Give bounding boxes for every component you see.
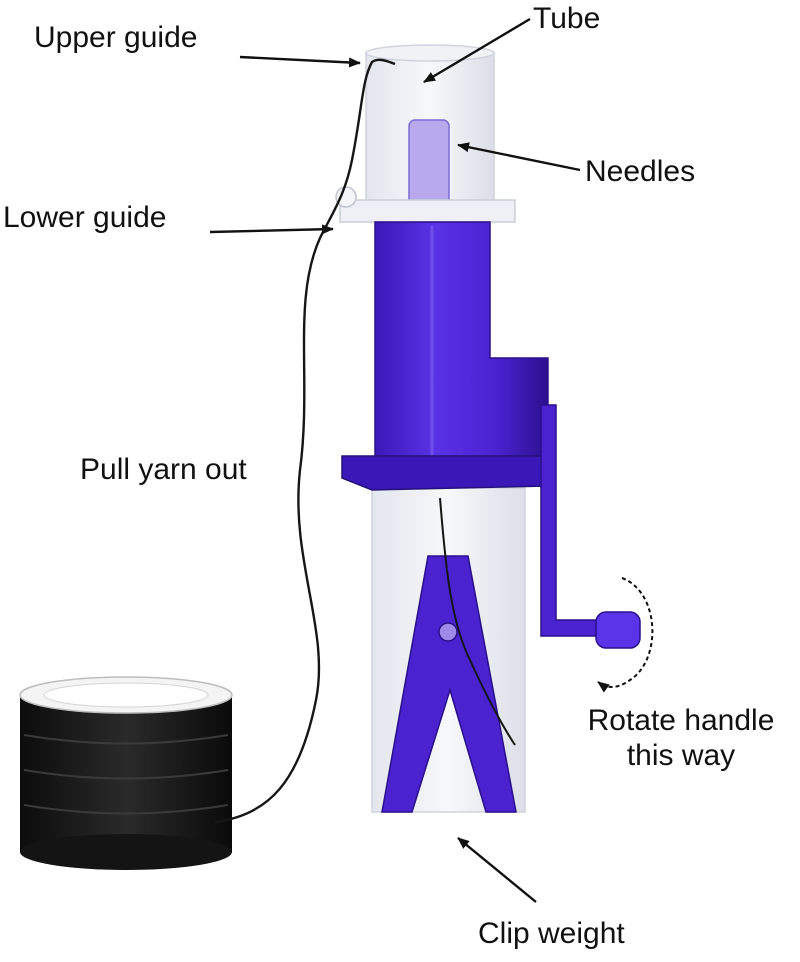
yarn-strand xyxy=(214,58,396,824)
needles-shape xyxy=(408,119,450,211)
label-pull-yarn-out: Pull yarn out xyxy=(80,453,247,486)
label-rotate-handle-line1: Rotate handle xyxy=(587,704,775,737)
arrow-clip-weight xyxy=(457,837,537,903)
label-rotate-handle-line2: this way xyxy=(626,739,736,773)
lower-guide-eyelet xyxy=(335,186,357,208)
label-tube: Tube xyxy=(533,2,601,35)
flange-shape xyxy=(339,199,516,223)
arrow-tube xyxy=(423,17,531,84)
tube-rim xyxy=(365,44,495,62)
crank-handle xyxy=(540,404,601,637)
arrow-needles xyxy=(457,142,581,172)
label-rotate-handle: Rotate handle this way xyxy=(565,703,797,774)
yarn-spool xyxy=(19,676,233,870)
clip-weight-shape xyxy=(381,555,517,813)
machine-base-plate xyxy=(341,455,549,491)
arrow-upper-guide xyxy=(239,55,361,68)
label-lower-guide: Lower guide xyxy=(3,201,167,234)
arrow-lower-guide xyxy=(209,224,334,235)
label-needles: Needles xyxy=(585,155,696,188)
label-clip-weight: Clip weight xyxy=(478,917,625,950)
machine-body xyxy=(374,221,549,459)
crank-knob xyxy=(595,611,641,649)
label-upper-guide: Upper guide xyxy=(34,21,198,54)
rotate-direction-arrow xyxy=(597,577,654,693)
